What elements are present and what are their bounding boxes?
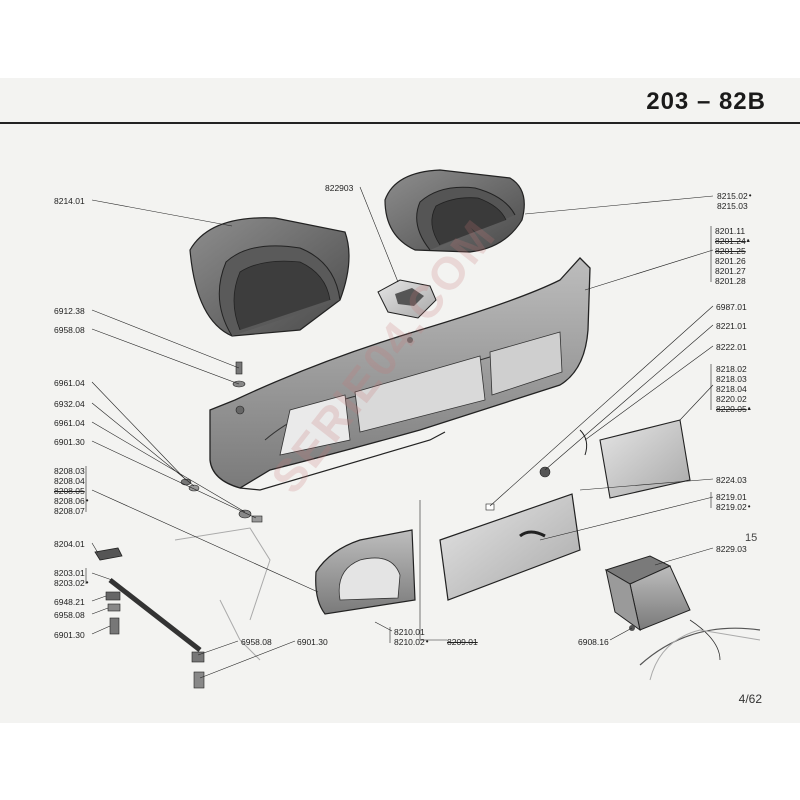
glovebox-lid: [439, 493, 581, 601]
part-number-label: 8218.02: [716, 364, 747, 374]
body-outline: [174, 527, 761, 681]
part-number-label: 6932.04: [54, 399, 85, 409]
part-number-label: 8224.03: [716, 475, 747, 485]
part-number-label: 8222.01: [716, 342, 747, 352]
part-number-label: 8219.02: [716, 502, 751, 512]
gauge-hood-right: [384, 169, 525, 253]
part-number-label: 8208.05: [54, 486, 85, 496]
dashboard-panel: [209, 257, 591, 491]
part-number-label: 6987.01: [716, 302, 747, 312]
part-number-label: 8208.06: [54, 496, 89, 506]
part-number-label: 8218.04: [716, 384, 747, 394]
page-folio: 4/62: [738, 692, 762, 706]
part-number-label: 8201.28: [715, 276, 746, 286]
part-number-label: 6958.08: [241, 637, 272, 647]
part-number-label: 8220.05: [716, 404, 751, 414]
part-number-label: 8215.03: [717, 201, 748, 211]
part-number-label: 6961.04: [54, 378, 85, 388]
part-number-label: 8210.02: [394, 637, 429, 647]
header-rule: [0, 122, 800, 124]
part-number-label: 6901.30: [297, 637, 328, 647]
part-number-label: 8203.01: [54, 568, 85, 578]
part-number-label: 8215.02: [717, 191, 752, 201]
part-number-label: 8201.24: [715, 236, 750, 246]
part-number-label: 6912.38: [54, 306, 85, 316]
gauge-hood-left: [189, 217, 350, 337]
part-number-label: 8201.26: [715, 256, 746, 266]
part-number-label: 8220.02: [716, 394, 747, 404]
mounting-bracket-822903: [377, 279, 437, 319]
part-number-label: 8214.01: [54, 196, 85, 206]
part-number-label: 6958.08: [54, 325, 85, 335]
part-number-label: 6901.30: [54, 630, 85, 640]
part-number-label: 6948.21: [54, 597, 85, 607]
part-number-label: 6908.16: [578, 637, 609, 647]
part-number-label: 8218.03: [716, 374, 747, 384]
support-bar: [94, 547, 205, 689]
instrument-trim-plate: [315, 529, 416, 615]
part-number-label: 8221.01: [716, 321, 747, 331]
part-number-label: 8201.11: [715, 226, 746, 236]
part-number-label: 822903: [325, 183, 354, 193]
part-number-label: 8210.01: [394, 627, 425, 637]
part-number-label: 6958.08: [54, 610, 85, 620]
part-number-label: 6901.30: [54, 437, 85, 447]
page-title: 203 – 82B: [646, 88, 766, 115]
part-number-label: 8201.25: [715, 246, 746, 256]
side-shelf-panel: [539, 419, 691, 499]
part-number-label: 8204.01: [54, 539, 85, 549]
part-number-label: 8209.01: [447, 637, 478, 647]
part-number-label: 8208.04: [54, 476, 85, 486]
part-number-label: 8229.03: [716, 544, 747, 554]
handwritten-note: 15: [745, 532, 758, 544]
part-number-label: 8208.03: [54, 466, 85, 476]
part-number-label: 8219.01: [716, 492, 747, 502]
lamp-assembly: [604, 555, 761, 666]
part-number-label: 6961.04: [54, 418, 85, 428]
part-number-label: 8208.07: [54, 506, 85, 516]
part-number-label: 8203.02: [54, 578, 89, 588]
part-number-label: 8201.27: [715, 266, 746, 276]
